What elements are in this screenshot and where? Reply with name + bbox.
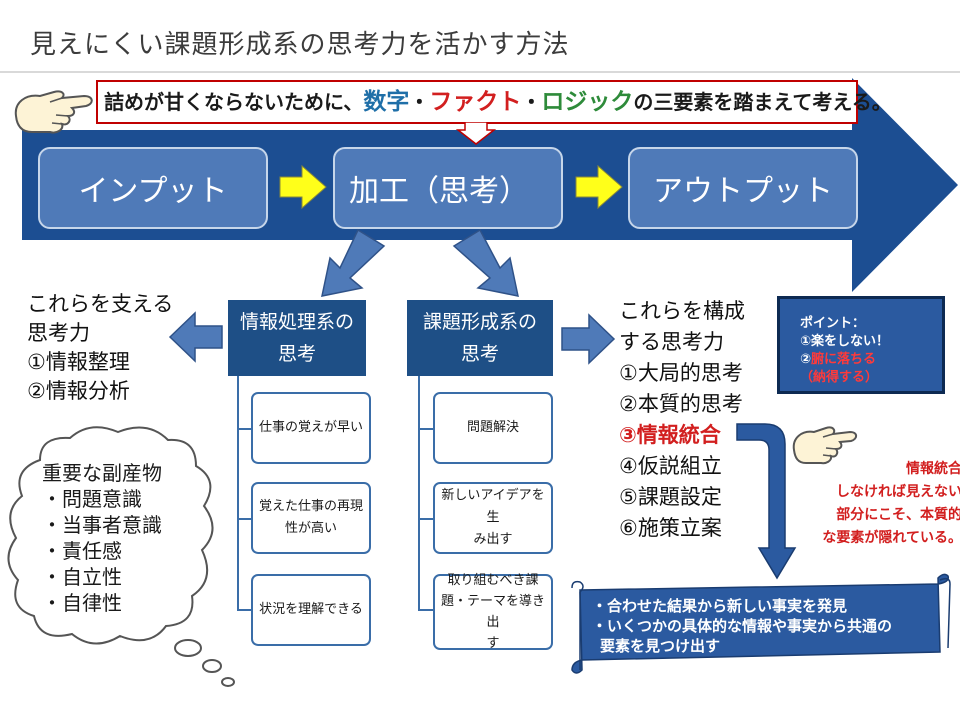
yellow-arrow-icon (575, 164, 623, 210)
byproduct-item: ・責任感 (42, 539, 122, 563)
info-item: 覚えた仕事の再現 性が高い (251, 482, 371, 554)
title-divider (0, 71, 960, 73)
slide-title: 見えにくい課題形成系の思考力を活かす方法 (30, 30, 570, 60)
supporting-item: ②情報分析 (27, 379, 130, 403)
point-label: ポイント： (800, 316, 866, 331)
point-highlight: 腑に落ちる (811, 352, 877, 367)
composing-item: ⑥施策立案 (619, 516, 722, 540)
composing-skills: これらを構成 する思考力 ①大局的思考 ②本質的思考 ③情報統合 ④仮説組立 ⑤… (619, 296, 745, 544)
arrow-right-icon (561, 313, 616, 365)
info-processing-header: 情報処理系の 思考 (228, 300, 366, 376)
tree-connector (237, 518, 252, 520)
keyword-logic: ロジック (541, 89, 634, 115)
pointing-hand-icon (792, 426, 858, 465)
tree-connector (237, 428, 252, 430)
curved-down-arrow-icon (736, 423, 797, 580)
issue-item-label: 問題解決 (466, 420, 519, 435)
tree-connector (237, 376, 239, 610)
scroll-text: ・合わせた結果から新しい事実を発見 ・いくつかの具体的な情報や事実から共通の 要… (592, 596, 892, 656)
header-line: 課題形成系の (422, 311, 537, 333)
stage-output-label: アウトプット (653, 174, 833, 209)
callout-separator: ・ (521, 90, 542, 114)
stage-input: インプット (38, 147, 268, 229)
byproduct-item: ・当事者意識 (42, 513, 162, 537)
byproducts-title: 重要な副産物 (42, 461, 162, 485)
issue-item-label: す (486, 636, 500, 651)
composing-item: ②本質的思考 (619, 392, 743, 416)
pointing-hand-icon (14, 90, 93, 134)
stage-process: 加工（思考） (333, 147, 563, 229)
yellow-arrow-icon (279, 164, 327, 210)
issue-formation-header: 課題形成系の 思考 (407, 300, 553, 376)
callout-pointer (456, 122, 496, 145)
point-number: ② (800, 352, 812, 367)
tree-connector (418, 376, 420, 610)
header-line: 情報処理系の (239, 311, 354, 333)
issue-item: 新しいアイデアを生 み出す (433, 482, 553, 554)
composing-item: ①大局的思考 (619, 361, 743, 385)
issue-item-label: み出す (473, 532, 513, 547)
thought-cloud (7, 426, 235, 687)
callout-prefix: 詰めが甘くならないために、 (104, 90, 364, 114)
tree-connector (418, 428, 435, 430)
issue-item: 取り組むべき課 題・テーマを導き出 す (433, 573, 553, 651)
info-item-label: 仕事の覚えが早い (258, 420, 363, 435)
byproduct-item: ・自立性 (42, 565, 122, 589)
point-line: ②腑に落ちる (800, 351, 942, 369)
supporting-heading: これらを支える (27, 292, 174, 316)
issue-item-label: 取り組むべき課 (447, 573, 539, 588)
stage-process-label: 加工（思考） (349, 174, 529, 209)
note-line: 部分にこそ、本質的 (836, 507, 960, 523)
scroll-line: ・いくつかの具体的な情報や事実から共通の (592, 617, 893, 635)
callout-separator: ・ (409, 90, 430, 114)
keyword-numbers: 数字 (363, 89, 410, 115)
arrow-left-icon (168, 311, 223, 363)
point-line: （納得する） (800, 370, 879, 385)
arrow-down-left-icon (321, 228, 386, 297)
callout-box: 詰めが甘くならないために、数字・ファクト・ロジックの三要素を踏まえて考える。 (96, 80, 892, 124)
callout-suffix: の三要素を踏まえて考える。 (633, 90, 892, 114)
info-item: 状況を理解できる (251, 574, 371, 646)
issue-item-label: 題・テーマを導き出 (440, 594, 545, 630)
supporting-item: ①情報整理 (27, 350, 130, 374)
issue-item: 問題解決 (433, 392, 553, 464)
point-line: ①楽をしない！ (800, 334, 890, 349)
scroll-line: ・合わせた結果から新しい事実を発見 (592, 597, 848, 615)
composing-item: ⑤課題設定 (619, 485, 722, 509)
byproduct-item: ・問題意識 (42, 487, 142, 511)
note-line: 情報統合 (906, 461, 960, 477)
byproducts: 重要な副産物 ・問題意識 ・当事者意識 ・責任感 ・自立性 ・自律性 (42, 460, 162, 616)
keyword-facts: ファクト (429, 89, 522, 115)
tree-connector (418, 609, 435, 611)
composing-heading: これらを構成 (619, 299, 745, 323)
header-line: 思考 (460, 343, 499, 365)
scroll-banner (571, 573, 951, 674)
supporting-skills: これらを支える 思考力 ①情報整理 ②情報分析 (27, 290, 173, 406)
info-item-label: 覚えた仕事の再現 (258, 499, 363, 514)
arrow-down-right-icon (452, 228, 519, 297)
note-line: しなければ見えない (836, 484, 960, 500)
composing-heading: する思考力 (619, 330, 724, 354)
info-item-label: 性が高い (284, 521, 337, 536)
point-box: ポイント： ①楽をしない！ ②腑に落ちる （納得する） (777, 296, 945, 394)
integration-note: 情報統合 しなければ見えない 部分にこそ、本質的 な要素が隠れている。 (792, 458, 960, 550)
tree-connector (237, 609, 252, 611)
info-item: 仕事の覚えが早い (251, 392, 371, 464)
composing-item: ④仮説組立 (619, 454, 722, 478)
note-line: な要素が隠れている。 (822, 530, 960, 546)
tree-connector (418, 518, 435, 520)
info-item-label: 状況を理解できる (259, 602, 363, 617)
stage-input-label: インプット (78, 174, 228, 209)
byproduct-item: ・自律性 (42, 591, 122, 615)
scroll-line: 要素を見つけ出す (600, 637, 721, 655)
stage-output: アウトプット (628, 147, 858, 229)
composing-item-highlight: ③情報統合 (619, 423, 721, 447)
issue-item-label: 新しいアイデアを生 (441, 488, 545, 525)
header-line: 思考 (277, 343, 316, 365)
supporting-heading: 思考力 (27, 321, 90, 345)
